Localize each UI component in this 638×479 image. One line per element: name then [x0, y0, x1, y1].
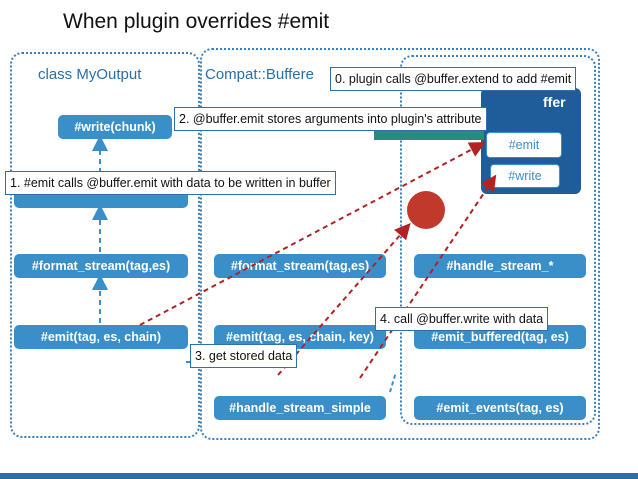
arrow-1-emit-to-buffer-emit [139, 142, 486, 326]
footer-bar [0, 473, 638, 479]
myoutput-label: class MyOutput [38, 66, 142, 83]
note-0: 0. plugin calls @buffer.extend to add #e… [330, 67, 577, 91]
handle-stream-simple-method: #handle_stream_simple [214, 396, 386, 420]
arrow-3-get-stored-data [277, 222, 411, 376]
buffer-title-fragment: ffer [543, 94, 566, 110]
stored-attribute-dot [407, 191, 445, 229]
arrow-4-call-write [359, 174, 497, 379]
buffer-emit-button[interactable]: #emit [486, 132, 562, 158]
note-4: 4. call @buffer.write with data [375, 307, 549, 331]
compat-buffered-panel [200, 48, 600, 440]
handle-stream-method: #handle_stream_* [414, 254, 586, 278]
emit-mid-method: #emit(tag, es, chain, key) [214, 325, 386, 349]
format-stream-mid-method: #format_stream(tag,es) [214, 254, 386, 278]
compat-label: Compat::Buffere [205, 66, 314, 83]
arrow-simple-up [389, 371, 397, 393]
buffer-write-button[interactable]: #write [490, 164, 560, 188]
write-chunk-method: #write(chunk) [58, 115, 172, 139]
emit-events-method: #emit_events(tag, es) [414, 396, 586, 420]
myoutput-panel [10, 52, 200, 438]
slide-title: When plugin overrides #emit [63, 10, 330, 33]
note-3: 3. get stored data [190, 344, 298, 368]
note-1: 1. #emit calls @buffer.emit with data to… [5, 171, 336, 195]
emit-left-method: #emit(tag, es, chain) [14, 325, 188, 349]
note-2: 2. @buffer.emit stores arguments into pl… [174, 107, 487, 131]
